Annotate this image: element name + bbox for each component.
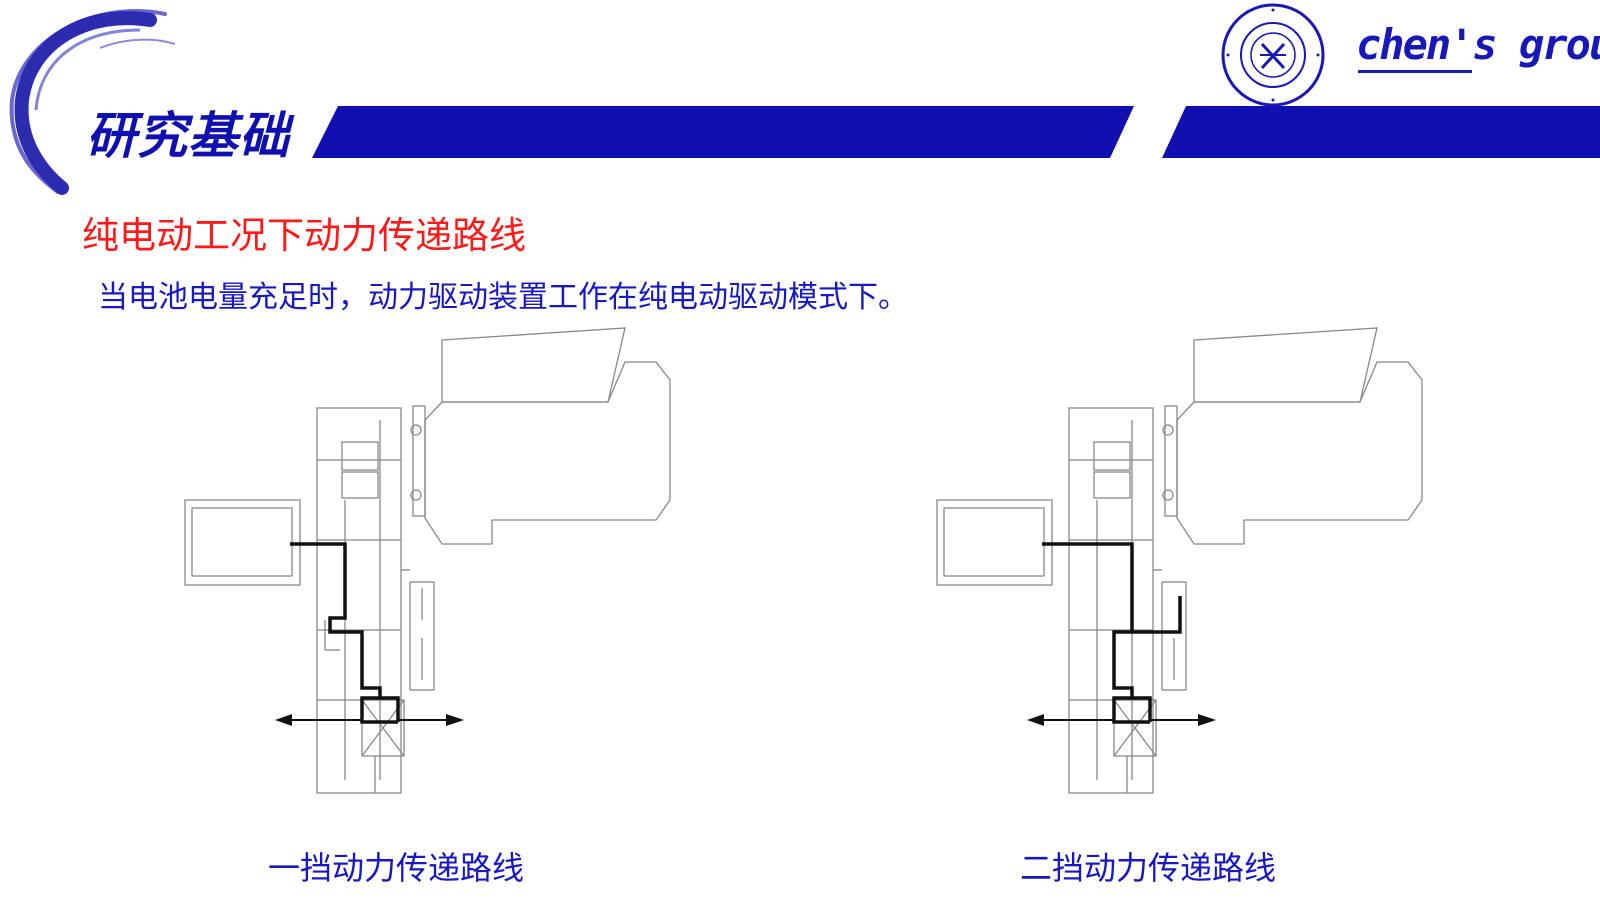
section-heading: 纯电动工况下动力传递路线	[82, 214, 526, 257]
differential	[361, 699, 405, 757]
section-description: 当电池电量充足时，动力驱动装置工作在纯电动驱动模式下。	[98, 280, 908, 315]
gearbox-housing	[1068, 407, 1154, 794]
battery-box	[936, 499, 1053, 586]
right-output-arrow	[1198, 714, 1216, 726]
second-gear-caption: 二挡动力传递路线	[1020, 849, 1277, 887]
power-path-line	[290, 542, 400, 724]
brand-logo: chen's group	[1356, 20, 1600, 69]
second-gear-pair	[1161, 581, 1187, 691]
university-seal-logo	[1221, 3, 1325, 107]
first-gear-caption: 一挡动力传递路线	[268, 849, 525, 887]
differential	[1113, 699, 1157, 757]
battery-box	[184, 499, 301, 586]
second-gear-pair	[409, 581, 435, 691]
clutch-plate	[412, 405, 426, 517]
left-output-arrow	[275, 714, 292, 726]
power-path-line	[1042, 542, 1182, 724]
motor-block	[441, 327, 626, 403]
second-gear-diagram	[936, 327, 1423, 794]
gearbox-housing	[316, 407, 402, 794]
header-bar	[312, 106, 1600, 158]
page-title: 研究基础	[86, 107, 290, 165]
brand-underline	[1358, 70, 1472, 73]
motor-block	[1193, 327, 1378, 403]
brush-swirl-decoration	[9, 9, 176, 195]
left-output-arrow	[1027, 714, 1044, 726]
right-output-arrow	[446, 714, 464, 726]
first-gear-diagram	[184, 327, 671, 794]
clutch-plate	[1164, 405, 1178, 517]
